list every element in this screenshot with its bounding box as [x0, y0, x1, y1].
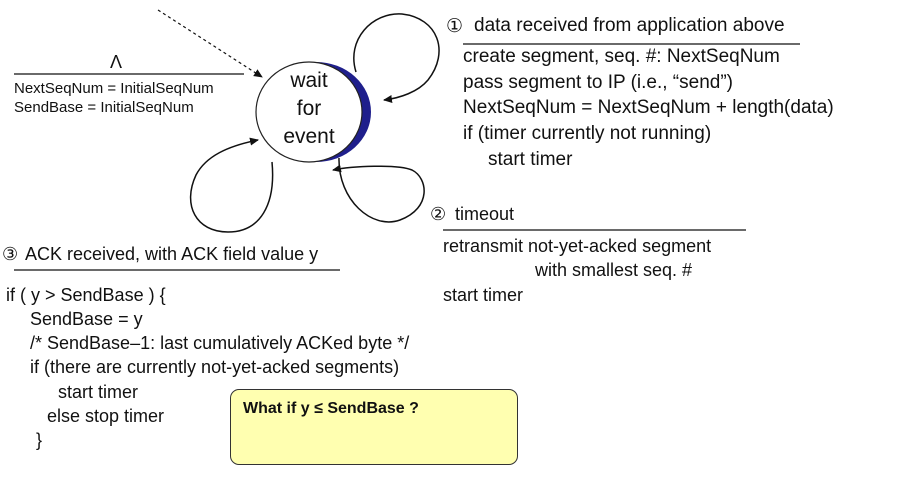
state-line-1: wait: [290, 69, 328, 92]
event1-action-5: start timer: [488, 149, 573, 170]
event3-action-7: }: [36, 430, 43, 450]
loop-timeout: [332, 157, 425, 223]
event1-action-4: if (timer currently not running): [463, 123, 712, 144]
initial-arrow: [157, 9, 263, 78]
event3-action-6: else stop timer: [47, 406, 165, 426]
loop-data-received: [353, 13, 440, 103]
init-lambda: Λ: [110, 52, 123, 72]
event1-action-2: pass segment to IP (i.e., “send”): [463, 72, 733, 93]
event2-action-1: retransmit not-yet-acked segment: [443, 236, 712, 256]
init-action-2: SendBase = InitialSeqNum: [14, 99, 194, 116]
question-note-text: What if y ≤ SendBase ?: [243, 400, 419, 417]
event2-marker: ②: [430, 204, 447, 224]
state-circle: [255, 61, 363, 163]
state-line-3: event: [283, 125, 335, 148]
event3-action-3: /* SendBase–1: last cumulatively ACKed b…: [30, 333, 410, 353]
state-line-2: for: [296, 97, 322, 120]
event3-title: ACK received, with ACK field value y: [25, 244, 319, 264]
event3-action-4: if (there are currently not-yet-acked se…: [30, 357, 400, 377]
event1-action-3: NextSeqNum = NextSeqNum + length(data): [463, 97, 834, 118]
loop-ack-received: [189, 137, 274, 233]
event1-action-1: create segment, seq. #: NextSeqNum: [463, 46, 780, 67]
question-note: What if y ≤ SendBase ?: [230, 389, 518, 465]
event3-action-1: if ( y > SendBase ) {: [6, 285, 166, 305]
event2-action-2: with smallest seq. #: [535, 260, 693, 280]
event1-title: data received from application above: [474, 15, 785, 36]
event3-marker: ③: [2, 244, 19, 264]
event1-marker: ①: [446, 16, 464, 37]
init-action-1: NextSeqNum = InitialSeqNum: [14, 80, 214, 97]
event3-action-5: start timer: [58, 382, 139, 402]
event2-title: timeout: [455, 204, 515, 224]
event3-action-2: SendBase = y: [30, 309, 143, 329]
state-label: wait for event: [279, 67, 339, 151]
event2-action-3: start timer: [443, 285, 524, 305]
